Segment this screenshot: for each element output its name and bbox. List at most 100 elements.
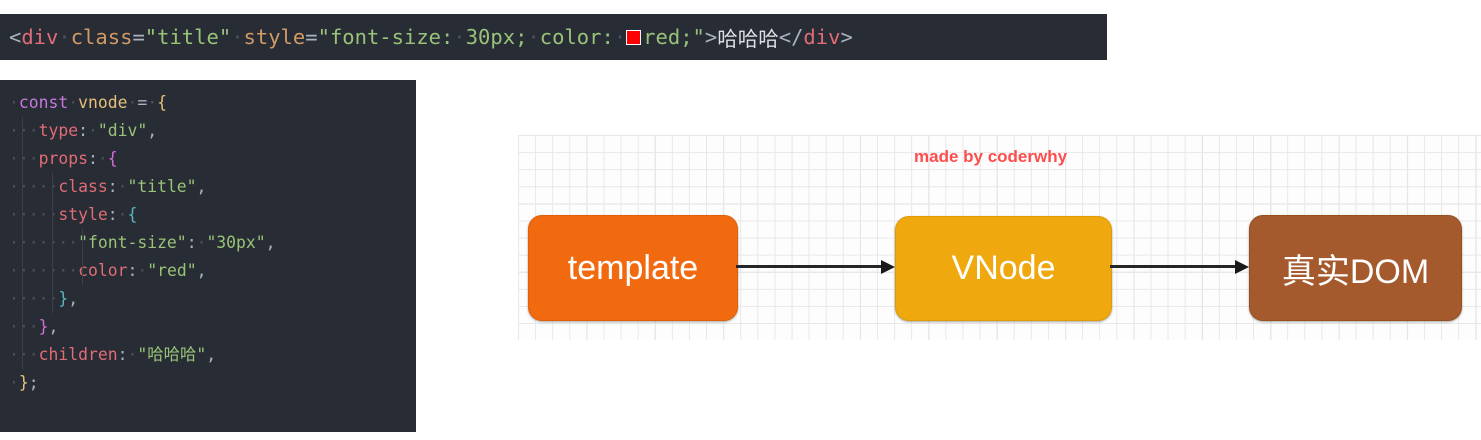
whitespace-dot: · xyxy=(58,261,69,280)
whitespace-dot: · xyxy=(28,177,39,196)
semicolon: ; xyxy=(28,373,39,392)
code-line-1: ·const·vnode·=·{ xyxy=(0,89,416,117)
colon: : xyxy=(107,205,118,224)
whitespace-dot: · xyxy=(28,121,39,140)
style-value-font-size: 30px; xyxy=(465,25,528,49)
property-type: type xyxy=(38,121,79,140)
whitespace-dot: · xyxy=(58,25,71,49)
property-class: class xyxy=(58,177,108,196)
style-close-quote: " xyxy=(692,25,705,49)
node-vnode[interactable]: VNode xyxy=(895,216,1112,321)
code-line-10: ···children:·"哈哈哈", xyxy=(0,341,416,369)
colon: : xyxy=(186,233,197,252)
arrow-shaft xyxy=(736,265,882,268)
attribute-style: style xyxy=(243,25,306,49)
identifier-vnode: vnode xyxy=(78,93,128,112)
brace-close-level3: } xyxy=(58,289,69,308)
style-prop-font-size: font-size: xyxy=(329,25,454,49)
code-line-3: ···props:·{ xyxy=(0,145,416,173)
color-swatch-icon xyxy=(626,29,642,45)
code-line-9: ···}, xyxy=(0,313,416,341)
arrow-shaft xyxy=(1110,265,1236,268)
value-red-string: "red" xyxy=(147,261,197,280)
whitespace-dot: · xyxy=(28,205,39,224)
vnode-flow-diagram: made by coderwhy template VNode 真实DOM xyxy=(518,135,1481,340)
value-hahaha-string: "哈哈哈" xyxy=(137,345,207,364)
code-line-6: ·······"font-size":·"30px", xyxy=(0,229,416,257)
whitespace-dot: · xyxy=(38,177,49,196)
attribute-class-value: "title" xyxy=(144,25,232,49)
property-color: color xyxy=(78,261,128,280)
node-template[interactable]: template xyxy=(528,215,738,321)
whitespace-dot: · xyxy=(9,345,19,364)
arrow-template-to-vnode xyxy=(736,259,895,274)
whitespace-dot: · xyxy=(18,205,29,224)
whitespace-dot: · xyxy=(18,149,29,168)
node-real-dom[interactable]: 真实DOM xyxy=(1249,215,1462,321)
whitespace-dot: · xyxy=(527,25,540,49)
whitespace-dot: · xyxy=(18,121,29,140)
whitespace-dot: · xyxy=(28,149,39,168)
whitespace-dot: · xyxy=(9,317,19,336)
keyword-const: const xyxy=(18,93,69,112)
whitespace-dot: · xyxy=(613,25,627,49)
whitespace-dot: · xyxy=(196,233,207,252)
comma: , xyxy=(206,345,217,364)
whitespace-dot: · xyxy=(28,289,39,308)
attribute-class: class xyxy=(70,25,133,49)
whitespace-dot: · xyxy=(58,233,69,252)
brace-open-level2: { xyxy=(107,149,118,168)
whitespace-dot: · xyxy=(117,177,128,196)
whitespace-dot: · xyxy=(38,205,49,224)
property-children: children xyxy=(38,345,118,364)
style-prop-color: color: xyxy=(539,25,614,49)
whitespace-dot: · xyxy=(48,205,59,224)
brace-open-level3: { xyxy=(127,205,138,224)
comma: , xyxy=(196,177,207,196)
close-angle-bracket-1: > xyxy=(704,25,718,49)
operator-assign: = xyxy=(137,93,148,112)
whitespace-dot: · xyxy=(87,121,98,140)
arrow-vnode-to-realdom xyxy=(1110,259,1249,274)
whitespace-dot: · xyxy=(18,317,29,336)
whitespace-dot: · xyxy=(9,149,19,168)
brace-close-level2: } xyxy=(38,317,49,336)
code-line-7: ·······color:·"red", xyxy=(0,257,416,285)
colon: : xyxy=(87,149,98,168)
property-props: props xyxy=(38,149,88,168)
value-30px-string: "30px" xyxy=(206,233,266,252)
comma: , xyxy=(196,261,207,280)
whitespace-dot: · xyxy=(147,93,158,112)
whitespace-dot: · xyxy=(453,25,466,49)
code-line-8: ·····}, xyxy=(0,285,416,313)
arrow-head-icon xyxy=(881,259,895,274)
equals-sign-1: = xyxy=(132,25,145,49)
close-angle-bracket-2: > xyxy=(840,25,853,49)
style-value-color: red; xyxy=(643,25,693,49)
whitespace-dot: · xyxy=(127,93,138,112)
whitespace-dot: · xyxy=(38,261,49,280)
watermark-made-by-coderwhy: made by coderwhy xyxy=(914,147,1068,166)
whitespace-dot: · xyxy=(68,93,79,112)
comma: , xyxy=(147,121,158,140)
html-snippet-bar: <div·class="title"·style="font-size:·30p… xyxy=(0,14,1107,60)
brace-open-level1: { xyxy=(157,93,167,112)
whitespace-dot: · xyxy=(127,345,138,364)
equals-sign-2: = xyxy=(305,25,318,49)
whitespace-dot: · xyxy=(97,149,108,168)
whitespace-dot: · xyxy=(38,233,49,252)
code-line-11: ·}; xyxy=(0,369,416,397)
whitespace-dot: · xyxy=(137,261,148,280)
whitespace-dot: · xyxy=(231,25,244,49)
whitespace-dot: · xyxy=(48,233,59,252)
whitespace-dot: · xyxy=(68,233,79,252)
whitespace-dot: · xyxy=(38,289,49,308)
colon: : xyxy=(117,345,128,364)
comma: , xyxy=(48,317,59,336)
property-style: style xyxy=(58,205,108,224)
comma: , xyxy=(68,289,79,308)
code-line-5: ·····style:·{ xyxy=(0,201,416,229)
brace-close-level1: } xyxy=(18,373,29,392)
whitespace-dot: · xyxy=(9,289,19,308)
whitespace-dot: · xyxy=(28,233,39,252)
